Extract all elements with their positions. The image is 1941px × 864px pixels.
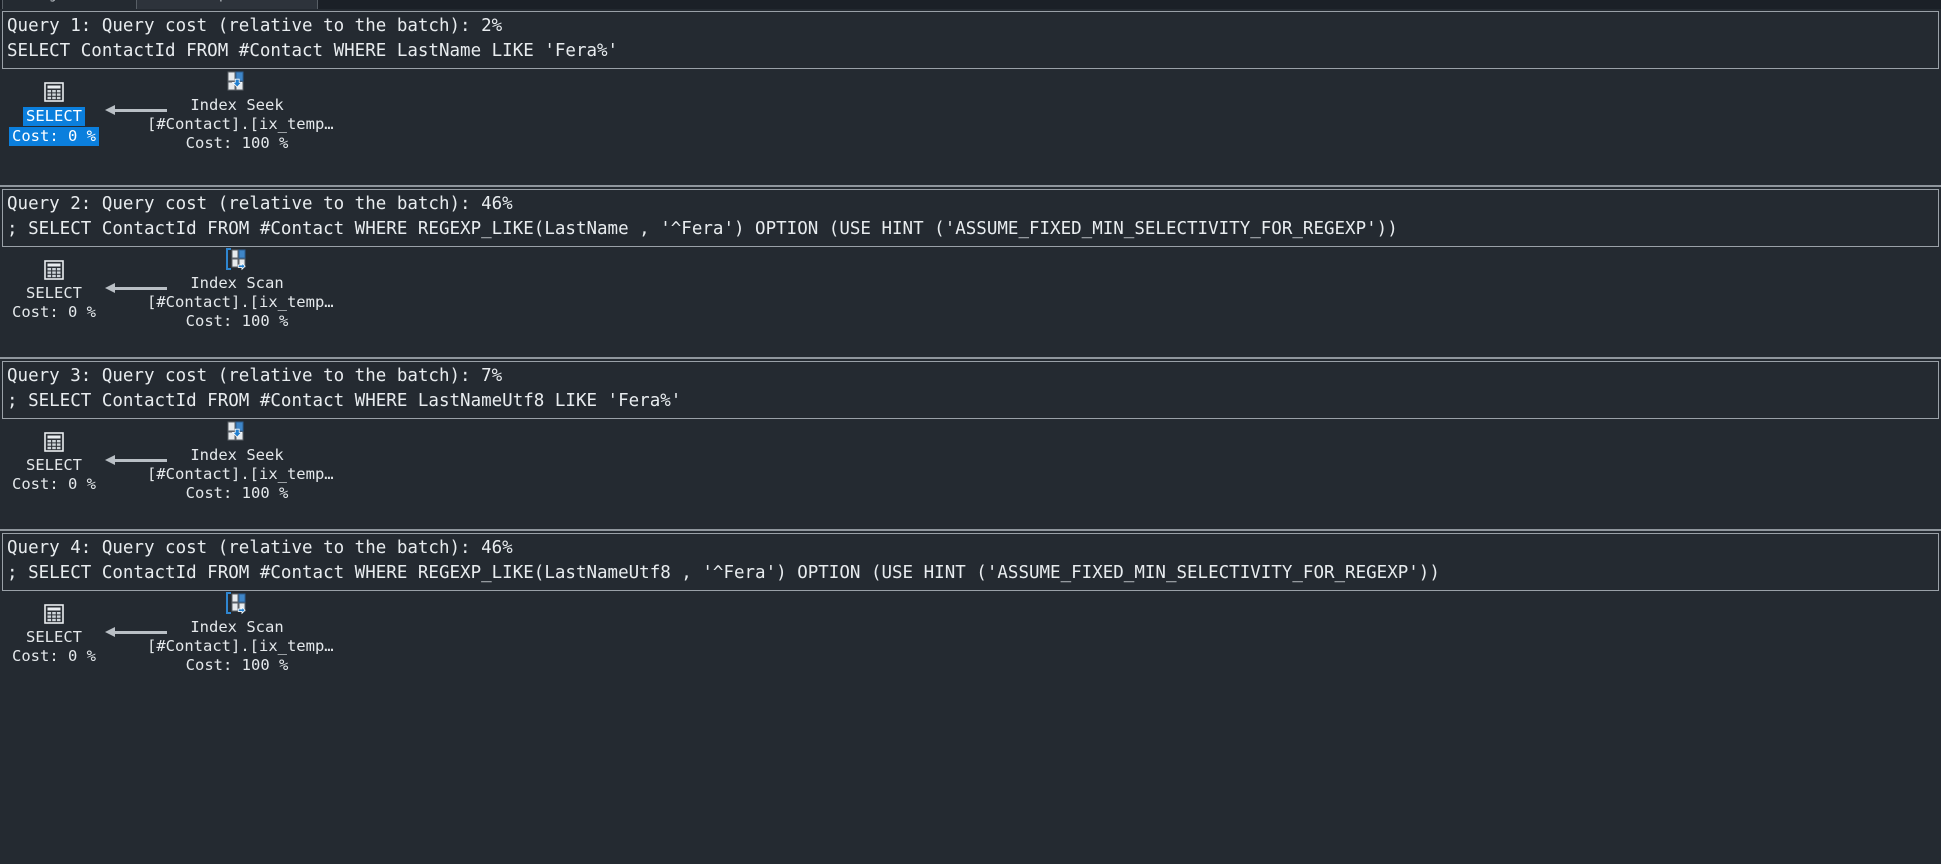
plan-node-index-seek-1-object: [#Contact].[ix_temp… <box>147 115 334 133</box>
select-result-icon <box>41 79 67 105</box>
plan-node-index-scan-4-cost: Cost: 100 % <box>185 656 289 674</box>
plan-node-select-3[interactable]: SELECT Cost: 0 % <box>6 429 102 494</box>
select-result-icon <box>41 257 67 283</box>
query-block-3: Query 3: Query cost (relative to the bat… <box>0 357 1941 529</box>
select-result-icon <box>41 429 67 455</box>
select-result-icon <box>41 601 67 627</box>
plan-node-index-seek-3-cost: Cost: 100 % <box>185 484 289 502</box>
plan-connector-2 <box>105 283 167 293</box>
query-1-sql-line: SELECT ContactId FROM #Contact WHERE Las… <box>7 41 619 61</box>
index-seek-icon <box>224 419 250 445</box>
query-2-sql-line: ; SELECT ContactId FROM #Contact WHERE R… <box>7 219 1398 239</box>
tab-execution-plan[interactable]: Execution plan <box>136 0 318 9</box>
plan-node-select-3-cost: Cost: 0 % <box>12 475 96 493</box>
plan-node-index-scan-2-object: [#Contact].[ix_temp… <box>147 293 334 311</box>
plan-node-index-seek-3-label: Index Seek <box>190 446 284 464</box>
query-4-cost-line: Query 4: Query cost (relative to the bat… <box>7 538 513 558</box>
plan-node-index-scan-4-label: Index Scan <box>190 618 284 636</box>
query-1-header: Query 1: Query cost (relative to the bat… <box>2 11 1939 69</box>
query-4-header: Query 4: Query cost (relative to the bat… <box>2 533 1939 591</box>
plan-node-select-2-label: SELECT <box>26 284 82 302</box>
plan-node-select-2-cost: Cost: 0 % <box>12 303 96 321</box>
plan-node-index-scan-4-object: [#Contact].[ix_temp… <box>147 637 334 655</box>
plan-connector-1 <box>105 105 167 115</box>
index-scan-icon <box>224 247 250 273</box>
index-scan-icon <box>224 591 250 617</box>
index-seek-icon <box>224 69 250 95</box>
plan-node-select-3-label: SELECT <box>26 456 82 474</box>
results-tabstrip[interactable]: Messages Execution plan <box>0 0 1941 9</box>
query-3-header: Query 3: Query cost (relative to the bat… <box>2 361 1939 419</box>
tab-messages-label: Messages <box>13 0 71 2</box>
plan-node-select-4-cost: Cost: 0 % <box>12 647 96 665</box>
query-block-1: Query 1: Query cost (relative to the bat… <box>0 11 1941 185</box>
query-2-plan[interactable]: SELECT Cost: 0 % <box>0 247 1941 367</box>
plan-node-index-scan-4[interactable]: Index Scan [#Contact].[ix_temp… Cost: 10… <box>147 591 334 675</box>
execution-plan-pane[interactable]: Query 1: Query cost (relative to the bat… <box>0 9 1941 864</box>
plan-node-select-1[interactable]: SELECT Cost: 0 % <box>6 79 102 146</box>
plan-connector-3 <box>105 455 167 465</box>
query-2-cost-line: Query 2: Query cost (relative to the bat… <box>7 194 513 214</box>
query-3-sql-line: ; SELECT ContactId FROM #Contact WHERE L… <box>7 391 682 411</box>
plan-node-select-4-label: SELECT <box>26 628 82 646</box>
query-block-2: Query 2: Query cost (relative to the bat… <box>0 185 1941 357</box>
plan-node-index-seek-3-object: [#Contact].[ix_temp… <box>147 465 334 483</box>
query-block-4: Query 4: Query cost (relative to the bat… <box>0 529 1941 701</box>
query-1-cost-line: Query 1: Query cost (relative to the bat… <box>7 16 503 36</box>
plan-node-select-2[interactable]: SELECT Cost: 0 % <box>6 257 102 322</box>
plan-node-select-4[interactable]: SELECT Cost: 0 % <box>6 601 102 666</box>
tab-execution-plan-label: Execution plan <box>147 0 248 2</box>
tab-messages[interactable]: Messages <box>2 0 152 9</box>
plan-connector-4 <box>105 627 167 637</box>
plan-node-select-1-label: SELECT <box>23 107 85 126</box>
plan-node-index-seek-3[interactable]: Index Seek [#Contact].[ix_temp… Cost: 10… <box>147 419 334 503</box>
query-3-cost-line: Query 3: Query cost (relative to the bat… <box>7 366 503 386</box>
plan-node-select-1-cost: Cost: 0 % <box>9 127 99 146</box>
query-1-plan[interactable]: SELECT Cost: 0 % <box>0 69 1941 189</box>
plan-node-index-seek-1[interactable]: Index Seek [#Contact].[ix_temp… Cost: 10… <box>147 69 334 153</box>
query-2-header: Query 2: Query cost (relative to the bat… <box>2 189 1939 247</box>
query-3-plan[interactable]: SELECT Cost: 0 % <box>0 419 1941 539</box>
plan-node-index-seek-1-cost: Cost: 100 % <box>185 134 289 152</box>
plan-node-index-scan-2[interactable]: Index Scan [#Contact].[ix_temp… Cost: 10… <box>147 247 334 331</box>
plan-node-index-scan-2-label: Index Scan <box>190 274 284 292</box>
plan-node-index-seek-1-label: Index Seek <box>190 96 284 114</box>
plan-node-index-scan-2-cost: Cost: 100 % <box>185 312 289 330</box>
query-4-sql-line: ; SELECT ContactId FROM #Contact WHERE R… <box>7 563 1440 583</box>
query-4-plan[interactable]: SELECT Cost: 0 % <box>0 591 1941 711</box>
